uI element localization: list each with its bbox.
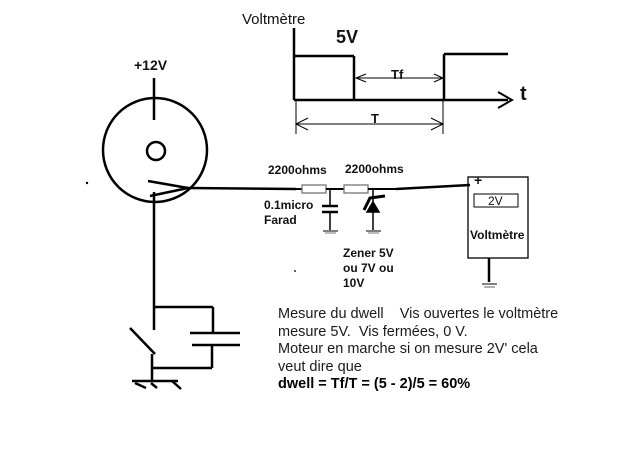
- waveform-high-label: 5V: [336, 27, 359, 47]
- waveform-axis-label: t: [520, 83, 527, 105]
- zener-label-1: Zener 5V: [343, 246, 394, 260]
- ground-symbol-meter: [482, 283, 497, 288]
- period-label: T: [371, 111, 379, 126]
- capacitor-label-1: 0.1micro: [264, 198, 314, 212]
- signal-wire: [187, 186, 297, 191]
- meter-plus-label: +: [474, 172, 483, 188]
- note-line-4: veut dire que: [278, 358, 362, 375]
- dwell-notes: Mesure du dwell Vis ouvertes le voltmètr…: [278, 306, 558, 394]
- meter-reading: 2V: [488, 194, 503, 208]
- waveform-title: Voltmètre: [242, 11, 306, 28]
- voltmeter-box: [467, 176, 529, 259]
- t-dimension: [294, 100, 445, 134]
- resistor2-label: 2200ohms: [345, 162, 404, 176]
- resistor-2: [343, 184, 396, 194]
- distributor-center: [145, 140, 167, 162]
- breaker-points: [129, 327, 156, 355]
- x-axis-arrowhead: [497, 91, 515, 109]
- meter-label: Voltmètre: [470, 228, 525, 242]
- off-time-label: Tf: [391, 67, 404, 82]
- zener-label-3: 10V: [343, 276, 365, 290]
- supply-label: +12V: [134, 57, 168, 73]
- resistor-1: [296, 184, 344, 194]
- dwell-formula: dwell = Tf/T = (5 - 2)/5 = 60%: [278, 376, 471, 392]
- note-line-3: Moteur en marche si on mesure 2V' cela: [278, 341, 538, 357]
- note-line-2: mesure 5V. Vis fermées, 0 V.: [278, 323, 468, 340]
- tf-dimension: [354, 73, 445, 83]
- voltmeter-display: [473, 193, 519, 208]
- resistor1-label: 2200ohms: [268, 163, 327, 177]
- filter-capacitor: [322, 189, 338, 234]
- ground-symbol-points: [132, 379, 182, 390]
- zener-label-2: ou 7V ou: [343, 261, 394, 275]
- capacitor-label-2: Farad: [264, 213, 297, 227]
- zener-diode: [362, 189, 386, 234]
- waveform-plot: [292, 28, 515, 109]
- note-line-1: Mesure du dwell Vis ouvertes le voltmètr…: [278, 306, 559, 322]
- contact-arm: [147, 179, 189, 190]
